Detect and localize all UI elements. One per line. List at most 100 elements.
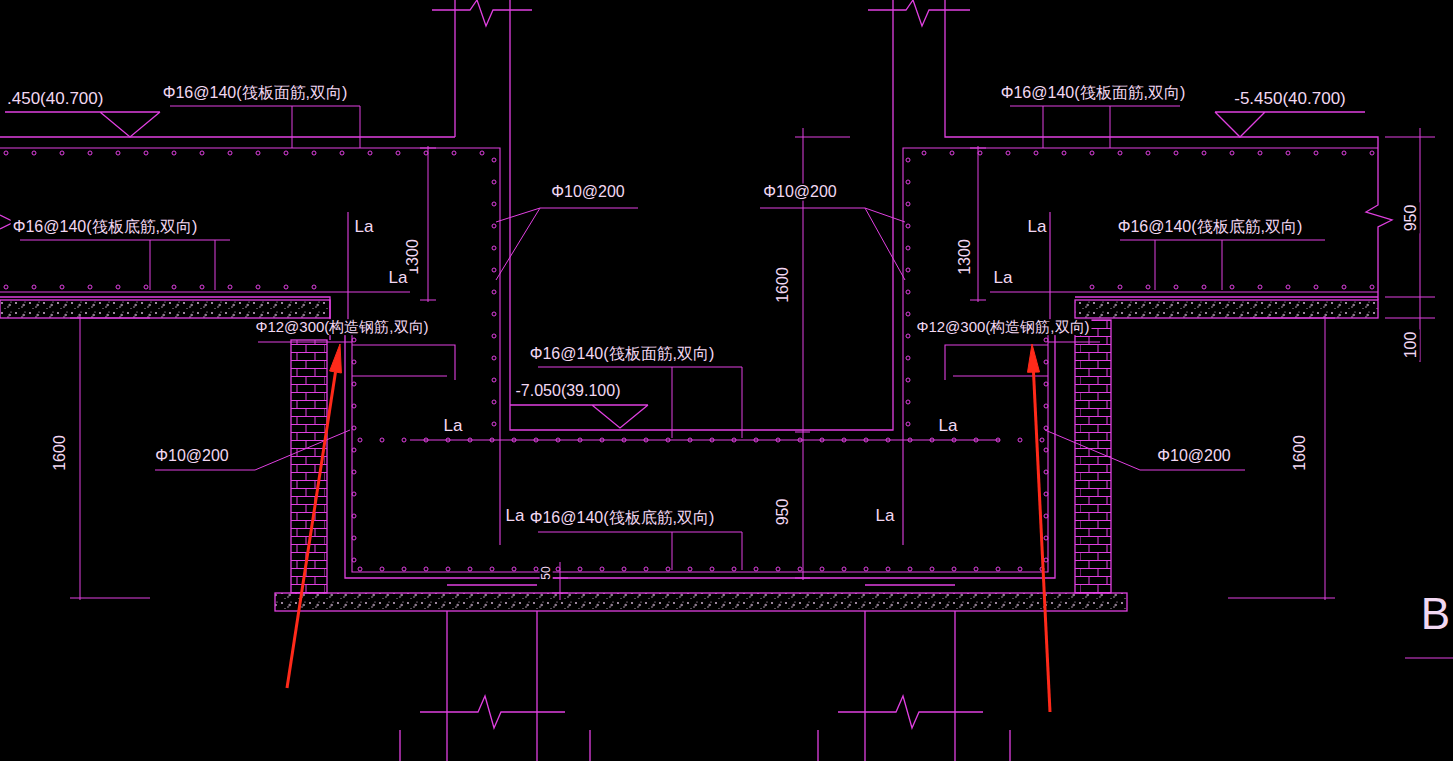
rebar-dot [906, 268, 910, 272]
dimension-text: 950 [1403, 203, 1420, 234]
rebar-dot [978, 151, 982, 155]
red-arrow-head [1028, 344, 1040, 372]
rebar-dot [1044, 338, 1048, 342]
rebar-dot [340, 151, 344, 155]
rebar-dot [622, 438, 626, 442]
dimension-line [70, 128, 1453, 658]
rebar-dot [732, 567, 736, 571]
rebar-dot [200, 285, 204, 289]
rebar-dot [1006, 151, 1010, 155]
rebar-dot [952, 567, 956, 571]
rebar-dot [424, 151, 428, 155]
annotation-text: Φ16@140(筏板面筋,双向) [999, 85, 1188, 102]
rebar-dot [284, 285, 288, 289]
rebar-dot [352, 536, 356, 540]
rebar-dot [950, 151, 954, 155]
rebar-dots [4, 151, 1374, 571]
rebar-dot [424, 438, 428, 442]
rebar-dot [578, 567, 582, 571]
rebar-dot [1044, 382, 1048, 386]
rebar-dot [1034, 151, 1038, 155]
annotation-text: La [504, 507, 527, 525]
rebar-dot [490, 567, 494, 571]
rebar-dot [284, 151, 288, 155]
rebar-dot [906, 356, 910, 360]
rebar-dot [492, 378, 496, 382]
rebar-dot [1342, 151, 1346, 155]
annotation-text: Φ12@300(构造钢筋,双向) [914, 319, 1091, 335]
rebar-dot [1044, 492, 1048, 496]
rebar-dot [1044, 514, 1048, 518]
annotation-text: Φ16@140(筏板底筋,双向) [11, 219, 200, 236]
rebar-dot [798, 438, 802, 442]
annotation-text: La [387, 269, 410, 287]
rebar-dot [4, 285, 8, 289]
rebar-dot [380, 438, 384, 442]
rebar-dot [906, 246, 910, 250]
rebar-dot [908, 567, 912, 571]
rebar-dot [4, 151, 8, 155]
annotation-text: La [1026, 218, 1049, 236]
rebar-dot [820, 438, 824, 442]
rebar-dot [864, 567, 868, 571]
rebar-dot [60, 151, 64, 155]
rebar-dot [622, 567, 626, 571]
level-mark [5, 112, 1365, 428]
rebar-dot [1258, 151, 1262, 155]
annotation-text: -5.450(40.700) [1232, 90, 1348, 108]
rebar-dot [974, 567, 978, 571]
rebar-dot [1370, 151, 1374, 155]
rebar-dot [1090, 151, 1094, 155]
annotation-text: Φ10@200 [549, 184, 627, 201]
red-arrow [287, 372, 336, 688]
rebar-dot [352, 448, 356, 452]
annotation-text: Φ16@140(筏板面筋,双向) [528, 346, 717, 363]
dimension-text: 1300 [957, 237, 974, 277]
rebar-dot [906, 180, 910, 184]
rebar-dot [468, 438, 472, 442]
rebar-dot [1342, 285, 1346, 289]
rebar-dot [1230, 151, 1234, 155]
rebar-dot [1044, 426, 1048, 430]
rebar-dot [688, 567, 692, 571]
rebar-dot [1258, 285, 1262, 289]
rebar-dot [1146, 151, 1150, 155]
rebar-dot [116, 151, 120, 155]
rebar-dot [492, 356, 496, 360]
rebar-dot [492, 312, 496, 316]
construction-rebar [258, 342, 1100, 380]
rebar-dot [534, 567, 538, 571]
rebar-dot [492, 202, 496, 206]
rebar-dot [358, 567, 362, 571]
annotation-text: Φ12@300(构造钢筋,双向) [253, 319, 430, 335]
rebar-dot [534, 438, 538, 442]
rebar-dot [710, 567, 714, 571]
annotation-text: La [992, 269, 1015, 287]
rebar-dot [492, 400, 496, 404]
rebar-dot [906, 290, 910, 294]
rebar-dot [200, 151, 204, 155]
rebar-dot [1314, 285, 1318, 289]
rebar-dot [402, 567, 406, 571]
rebar-dot [906, 378, 910, 382]
rebar-dot [256, 285, 260, 289]
rebar-dot [996, 438, 1000, 442]
rebar-dot [228, 151, 232, 155]
annotation-text: Φ10@200 [1155, 448, 1233, 465]
brick-wall [1075, 320, 1111, 593]
rebar-dot [1286, 285, 1290, 289]
rebar-dot [886, 438, 890, 442]
dimension-text: 100 [1403, 330, 1420, 361]
rebar-dot [1044, 536, 1048, 540]
rebar-dot [842, 438, 846, 442]
rebar-dot [352, 404, 356, 408]
rebar-dot [1230, 285, 1234, 289]
annotation-text: -7.050(39.100) [514, 383, 623, 400]
rebar-dot [492, 224, 496, 228]
rebar-dot [556, 438, 560, 442]
rebar-dot [1090, 285, 1094, 289]
annotation-text: La [874, 507, 897, 525]
rebar-dot [732, 438, 736, 442]
